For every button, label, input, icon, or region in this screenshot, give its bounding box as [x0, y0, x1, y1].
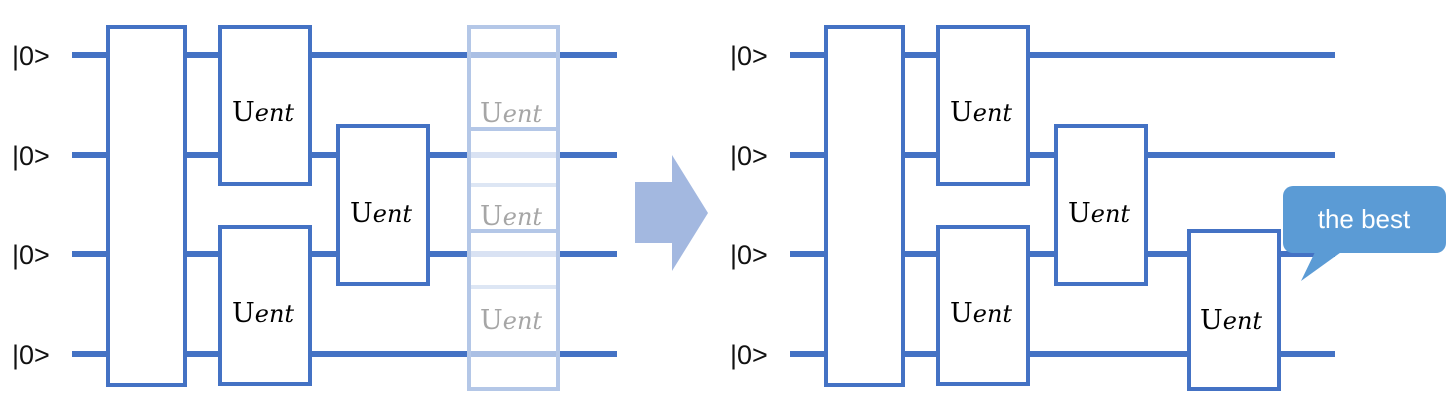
speech-callout: the best — [1283, 186, 1446, 281]
svg-text:Uent: Uent — [480, 98, 542, 129]
entangling-gate-selected: Uent — [1187, 229, 1281, 391]
callout-text: the best — [1318, 204, 1411, 234]
input-label-q1: |0> — [12, 141, 50, 171]
svg-text:Uent: Uent — [950, 298, 1012, 329]
input-label-q2: |0> — [12, 240, 50, 270]
svg-text:Uent: Uent — [1200, 305, 1262, 336]
entangling-gate: Uent — [218, 225, 312, 386]
initial-layer-block — [824, 25, 905, 387]
input-label-q1: |0> — [730, 141, 768, 171]
svg-text:Uent: Uent — [480, 201, 542, 232]
svg-text:Uent: Uent — [480, 305, 542, 336]
svg-text:Uent: Uent — [232, 298, 294, 329]
entangling-gate: Uent — [336, 124, 430, 286]
svg-text:Uent: Uent — [350, 198, 412, 229]
svg-text:Uent: Uent — [1068, 198, 1130, 229]
right-circuit: |0> |0> |0> |0> Uent Uent Uent Uent — [730, 25, 1446, 391]
input-label-q2: |0> — [730, 240, 768, 270]
entangling-gate: Uent — [1054, 124, 1148, 286]
initial-layer-block — [106, 25, 187, 387]
entangling-gate: Uent — [218, 25, 312, 186]
svg-text:Uent: Uent — [232, 97, 294, 128]
input-label-q0: |0> — [12, 41, 50, 71]
input-label-q3: |0> — [12, 340, 50, 370]
entangling-gate: Uent — [936, 225, 1030, 386]
entangling-gate: Uent — [936, 25, 1030, 186]
candidate-gate-faded: Uent — [467, 229, 560, 391]
right-arrow-icon — [635, 155, 708, 271]
left-circuit: |0> |0> |0> |0> Uent Uent Uent Uen — [12, 25, 617, 391]
input-label-q3: |0> — [730, 340, 768, 370]
svg-text:Uent: Uent — [950, 97, 1012, 128]
input-label-q0: |0> — [730, 41, 768, 71]
